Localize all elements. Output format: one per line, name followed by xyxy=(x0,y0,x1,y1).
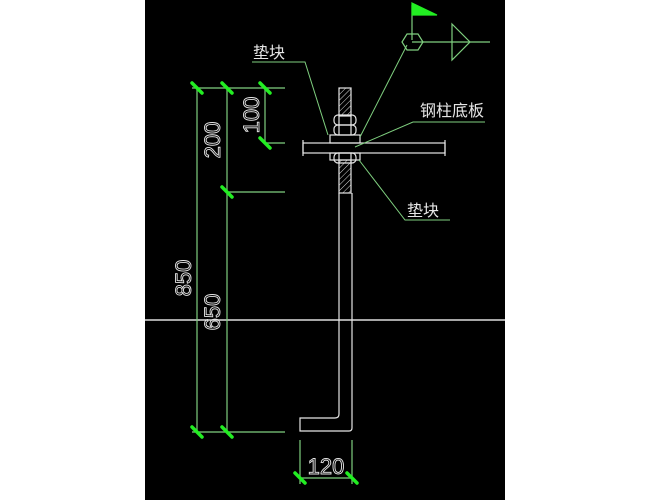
dimension-lines xyxy=(192,87,353,484)
label-base-plate: 钢柱底板 xyxy=(420,101,484,120)
dim-100: 100 xyxy=(239,97,264,134)
dim-200: 200 xyxy=(200,122,225,159)
tick xyxy=(258,81,272,95)
anchor-bolt xyxy=(299,87,446,432)
tick xyxy=(293,471,307,485)
flag-circle-triangle-icon xyxy=(401,2,490,62)
nut-lower xyxy=(333,152,357,164)
anchor-bolt-drawing: 850 200 650 100 120 垫块 xyxy=(145,2,505,485)
bolt-shaft xyxy=(299,193,353,432)
triangle-icon xyxy=(451,22,471,62)
dim-850: 850 xyxy=(171,260,196,297)
dim-650: 650 xyxy=(200,294,225,331)
nut-upper-2 xyxy=(333,124,357,136)
thread-lower xyxy=(338,159,352,194)
leader-lines xyxy=(252,44,485,221)
tick xyxy=(345,471,359,485)
tick xyxy=(220,185,234,199)
label-washer-top: 垫块 xyxy=(253,43,285,62)
base-plate xyxy=(302,142,446,154)
tick xyxy=(190,425,204,439)
cad-canvas: 850 200 650 100 120 垫块 xyxy=(145,0,505,500)
thread-upper xyxy=(338,87,352,117)
flag-icon xyxy=(411,2,438,16)
tick xyxy=(220,425,234,439)
dim-120: 120 xyxy=(308,454,345,479)
tick xyxy=(258,136,272,150)
circle-icon xyxy=(401,33,424,51)
dimension-ticks xyxy=(190,81,359,485)
label-washer-bottom: 垫块 xyxy=(407,201,439,220)
tick xyxy=(220,81,234,95)
washer-top xyxy=(329,134,361,144)
tick xyxy=(190,81,204,95)
